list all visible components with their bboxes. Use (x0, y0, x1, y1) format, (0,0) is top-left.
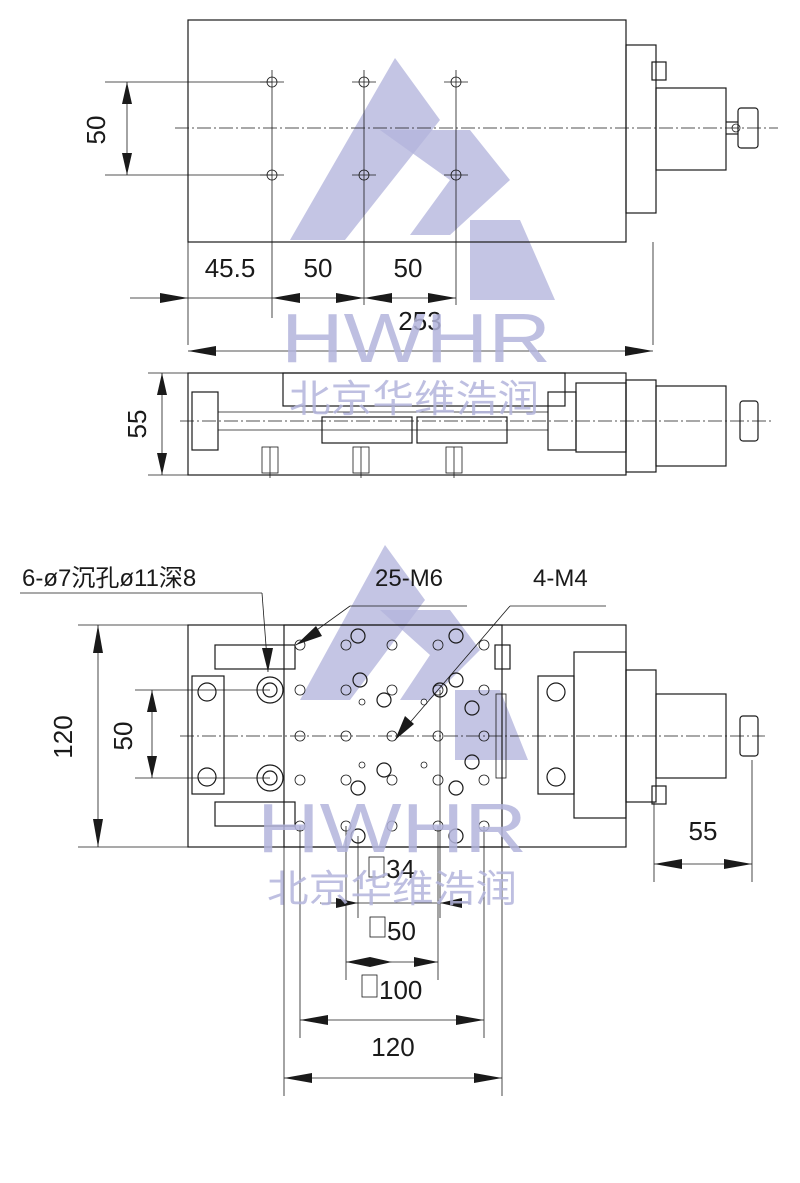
top-dim-height: 50 (81, 116, 111, 145)
plan-dim-width: 120 (48, 715, 78, 758)
watermark-brand-2: HWHR (257, 789, 527, 867)
plan-dim-sq34: 34 (386, 854, 415, 884)
m4-holes (358, 698, 428, 769)
top-dim-pitch-2: 50 (394, 253, 423, 283)
callout-m4: 4-M4 (533, 565, 588, 592)
side-knob (739, 400, 759, 442)
side-view: 55 (122, 372, 772, 478)
watermark-company-2: 北京华维浩润 (267, 869, 517, 911)
m6-hole-grid (294, 628, 490, 844)
watermark-brand: HWHR (281, 299, 551, 377)
top-screw (651, 61, 667, 81)
top-dim-pitch-1: 50 (304, 253, 333, 283)
top-motor-body (655, 87, 727, 171)
top-view: 50 45.5 50 50 253 (81, 19, 778, 356)
watermark-logo-top (290, 58, 555, 300)
top-knob (737, 107, 759, 149)
plan-knob (739, 715, 759, 757)
plan-dim-table: 120 (371, 1032, 414, 1062)
top-holes (260, 70, 468, 318)
side-bolts (261, 446, 463, 478)
callout-m6: 25-M6 (375, 565, 443, 592)
plan-dim-motor: 55 (689, 816, 718, 846)
watermark-logo-bottom (300, 545, 528, 760)
top-dim-length: 253 (398, 306, 441, 336)
callout-counterbore: 6-ø7沉孔ø11深8 (22, 565, 196, 592)
side-carriage (282, 372, 566, 407)
plan-dim-sq100: 100 (379, 975, 422, 1005)
plan-view: 6-ø7沉孔ø11深8 25-M6 4-M4 120 50 55 (20, 565, 765, 1096)
top-dim-offset: 45.5 (205, 253, 256, 283)
watermark-company: 北京华维浩润 (289, 379, 539, 421)
plan-dim-inner: 50 (108, 722, 138, 751)
side-dim-height: 55 (122, 410, 152, 439)
plan-table (283, 624, 503, 848)
plan-dim-sq50: 50 (387, 916, 416, 946)
